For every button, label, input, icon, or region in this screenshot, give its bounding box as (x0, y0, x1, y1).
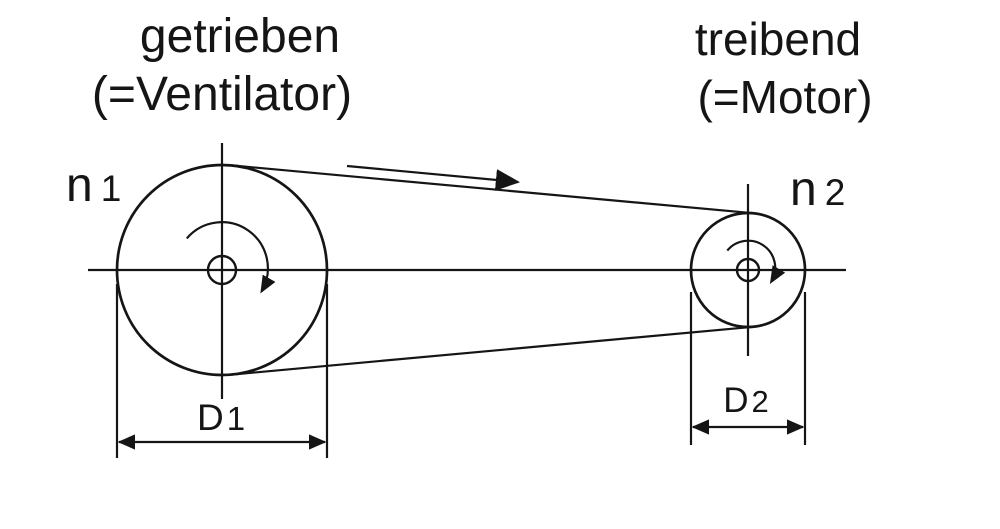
driven-pulley-subtitle: (=Ventilator) (92, 68, 352, 121)
driven-pulley-circle (115, 163, 329, 377)
belt-direction-arrow (346, 164, 521, 191)
rotation-arrow-driving (726, 239, 786, 285)
diameter-label-d1: D1 (197, 397, 245, 438)
driving-pulley-title: treibend (695, 13, 861, 65)
diameter-label-d2: D2 (723, 381, 769, 420)
driving-pulley-hub (735, 257, 761, 283)
driving-pulley-subtitle: (=Motor) (697, 71, 872, 123)
belt-lower-line (231, 325, 754, 376)
driven-pulley-title: getrieben (140, 10, 340, 63)
belt-upper-line (231, 164, 754, 215)
driven-pulley-hub (206, 254, 238, 286)
rotation-arrow-driven (185, 221, 276, 294)
